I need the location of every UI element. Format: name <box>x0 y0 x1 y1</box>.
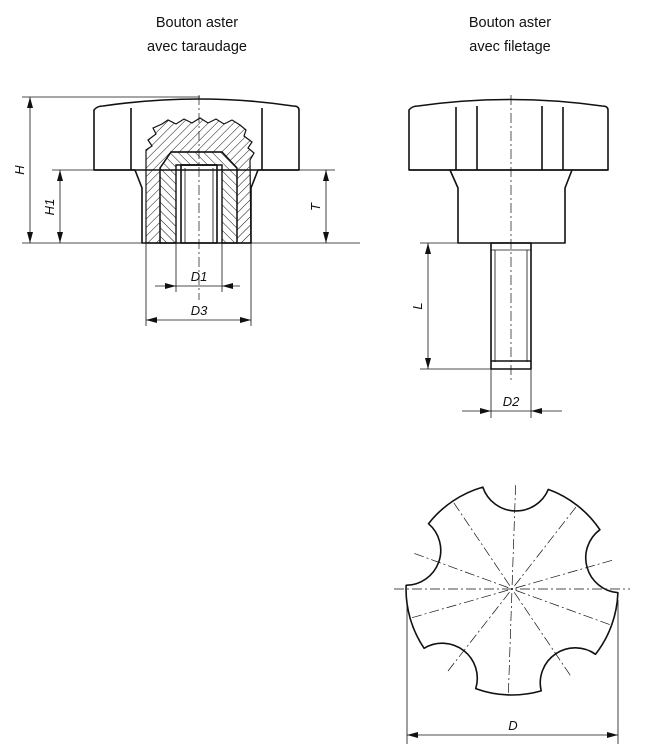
star-top-view: D <box>394 485 630 744</box>
dim-T-label: T <box>308 202 323 211</box>
dim-D1-label: D1 <box>191 269 208 284</box>
tapped-knob-head <box>93 98 300 171</box>
dim-D2-label: D2 <box>503 394 520 409</box>
threaded-view-title-line1: Bouton aster <box>469 15 551 31</box>
star-outline <box>405 486 619 696</box>
tapped-view-title-line2: avec taraudage <box>147 39 247 55</box>
tapped-knob-view: H H1 T D1 D3 <box>12 95 360 326</box>
dim-H-label: H <box>12 165 27 175</box>
threaded-knob-head <box>408 98 609 171</box>
threaded-knob-view: L D2 <box>408 95 609 418</box>
star-axes <box>394 485 630 693</box>
star-contour <box>405 486 619 696</box>
star-axis-lobe <box>453 502 571 676</box>
tapped-view-title-line1: Bouton aster <box>156 15 238 31</box>
dim-L-label: L <box>410 302 425 309</box>
threaded-view-title-line2: avec filetage <box>469 39 550 55</box>
dim-H1-label: H1 <box>42 199 57 216</box>
dim-D-label: D <box>508 718 517 733</box>
dim-D3-label: D3 <box>191 303 208 318</box>
